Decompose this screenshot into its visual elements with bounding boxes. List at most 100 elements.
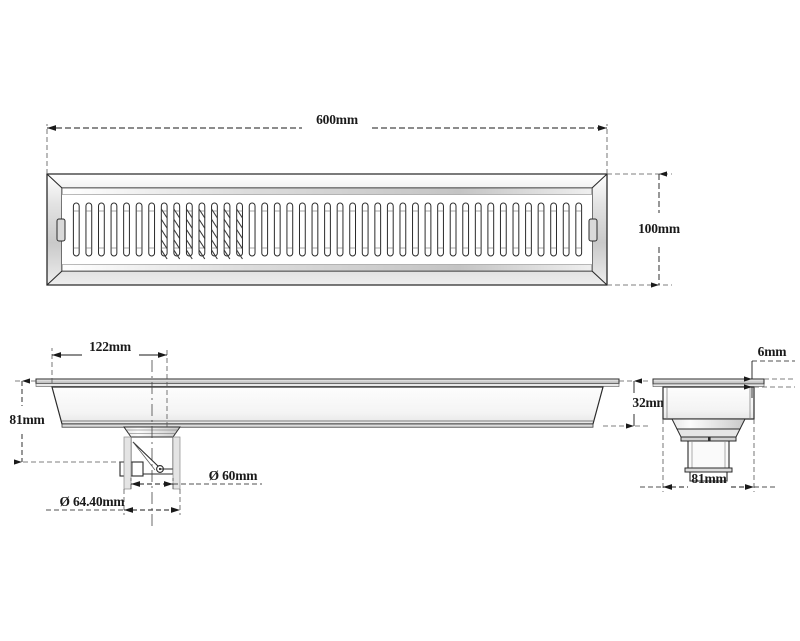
grate-slot-hatch [223,229,231,239]
dim-label-dia-60mm: Ø 60mm [209,468,259,483]
grate-slot [449,202,457,257]
grate-slot [324,202,331,257]
grate-slot [525,202,532,257]
dimension-offset-122: 122mm [51,339,168,427]
grate-slot-hatch [211,218,218,229]
grate-slot-hatch [185,208,193,219]
outlet-spigot [689,471,728,482]
grate-slot-hatch [173,239,181,250]
trap-counterweight [119,461,144,477]
frame-top-band [61,187,593,195]
grate-slot-hatch [160,239,168,250]
grate-slot [135,202,143,257]
side-end-view: 6mm 81mm [640,344,795,492]
outlet-wall-left [123,436,132,490]
grate-slot [261,202,269,257]
top-view: 600mm 100mm [46,112,681,288]
outlet-step-2 [676,428,741,438]
grate-slot [424,202,432,257]
grate-slot [98,202,105,257]
grate-slot-hatch [185,239,193,250]
dim-label-81mm-width: 81mm [691,471,727,486]
dimension-thickness-6: 6mm [744,344,795,398]
grate-slot-hatch [173,229,181,239]
grate-slot [273,202,281,257]
grate-slot-hatch [211,208,218,219]
dim-label-100mm: 100mm [638,221,681,236]
grate-slot [248,202,256,257]
grate-slot-hatch [223,218,231,229]
dimension-length-600: 600mm [46,112,608,174]
side-grate-plate [652,378,765,385]
grate-slot [512,202,520,257]
grate-slot-hatch [236,208,243,219]
grate-slot [349,202,357,257]
grate-slot-hatch [173,249,181,260]
outlet-barrel [687,440,730,469]
dimension-dia-60: Ø 60mm [130,468,262,489]
grate-slot [437,202,444,257]
grate-slot-hatch [236,249,243,260]
front-section-view: 122mm 81mm 32mm [9,339,669,528]
grate-slot [336,202,344,257]
grate-slot [85,202,93,257]
grate-slot [487,202,495,257]
grate-slot-hatch [160,249,168,260]
grate-slot-hatch [160,229,168,239]
grate-slot-hatch [198,249,206,260]
grate-slot-hatch [211,249,218,260]
dim-label-32mm: 32mm [632,395,668,410]
dimension-width-81: 81mm [640,419,778,492]
grate-slot-hatch [198,218,206,229]
grate-slot [499,202,507,257]
grate-slot-hatch [185,229,193,239]
dimension-dia-6440: Ø 64.40mm [46,489,181,515]
tab-right-icon [588,218,598,242]
dim-label-81mm: 81mm [9,412,45,427]
dim-label-122mm: 122mm [89,339,132,354]
grate-slots [72,202,583,260]
grate-slot [537,202,545,257]
grate-plate-edge [35,378,620,384]
grate-slot [311,202,319,257]
grate-slot [361,202,369,257]
grate-slot-hatch [173,208,181,219]
front-outlet-assembly [119,426,181,490]
grate-slot-hatch [223,208,231,219]
grate-slot-hatch [198,208,206,219]
grate-slot [386,202,394,257]
grate-slot [575,202,583,257]
channel-base-band [61,423,594,428]
grate-slot [550,202,557,257]
grate-slot-hatch [198,239,206,250]
side-plate-underside [652,383,765,387]
grate-slot-hatch [198,229,206,239]
grate-slot [374,202,382,257]
grate-slot-hatch [173,218,181,229]
grate-slot [562,202,570,257]
channel-body-profile [51,386,604,425]
grate-slot [298,202,306,257]
grate-slot-hatch [223,249,231,260]
frame-bevel-lines [46,173,608,286]
grate-slot [148,202,156,257]
dim-label-dia-6440mm: Ø 64.40mm [60,494,126,509]
grate-slot-hatch [211,229,218,239]
side-outlet-stack [671,418,746,482]
grate-slot-hatch [211,239,218,250]
grate-slot-hatch [185,218,193,229]
front-grate-plate [35,378,620,387]
grate-plate-underside [35,383,620,387]
tab-left-icon [56,218,66,242]
dim-label-600mm: 600mm [316,112,359,127]
grate-slot [412,202,419,257]
frame-bottom-band [61,264,593,272]
trap-flap-arm [132,441,161,469]
grate-slot-hatch [236,239,243,250]
trap-flap-edge [132,441,156,471]
grate-slot-hatch [160,208,168,219]
front-channel-body [51,386,604,428]
